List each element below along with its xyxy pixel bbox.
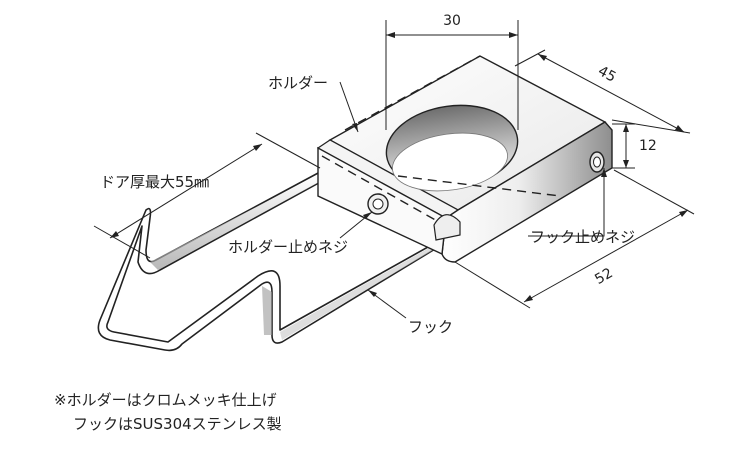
holder-label: ホルダー (268, 74, 328, 92)
dimension-30-label: 30 (443, 13, 461, 29)
holder-screw-label: ホルダー止めネジ (228, 238, 348, 256)
dimension-52-label: 52 (592, 265, 615, 288)
dimension-45-label: 45 (595, 63, 618, 85)
door-thickness-label: ドア厚最大55㎜ (100, 173, 209, 191)
hook-wire (97, 171, 445, 352)
dimension-30: 30 (385, 13, 519, 130)
dimension-12-label: 12 (639, 138, 657, 154)
dimension-12: 12 (612, 123, 657, 169)
hook-screw-label: フック止めネジ (530, 228, 635, 246)
hook-label: フック (408, 318, 453, 336)
hook-screw (589, 151, 605, 173)
dimension-52: 52 (454, 169, 695, 309)
note-material: フックはSUS304ステンレス製 (73, 415, 282, 433)
door-thickness-dimension (93, 132, 321, 259)
holder-screw (367, 193, 389, 215)
dimension-45: 45 (514, 49, 691, 134)
note-plating: ※ホルダーはクロムメッキ仕上げ (54, 391, 277, 409)
hook-screw-leader (528, 168, 605, 237)
holder-block (316, 55, 613, 263)
